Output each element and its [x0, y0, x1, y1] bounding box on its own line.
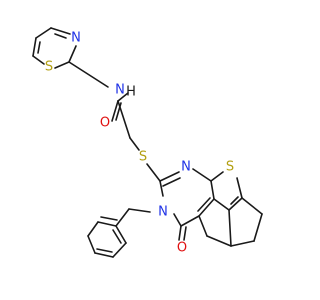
sulfur-atom-label: S — [45, 60, 53, 75]
nitrogen-atom-label: N — [181, 160, 191, 175]
thiazole-ring — [32, 27, 77, 69]
atom-labels: N S N H O S N S N O — [45, 31, 234, 256]
oxygen-atom-label: O — [100, 116, 110, 131]
cyclopentane-ring — [198, 197, 263, 247]
oxygen-atom-label: O — [177, 241, 187, 256]
pyrimidinone-ring — [159, 168, 215, 227]
amide-linker — [68, 61, 140, 151]
nitrogen-atom-label: N — [115, 83, 125, 98]
carbonyl-group — [178, 225, 187, 241]
sulfur-atom-label: S — [139, 150, 147, 165]
thiophene-ring — [210, 171, 243, 211]
nitrogen-atom-label: N — [158, 205, 168, 220]
sulfur-atom-label: S — [226, 160, 234, 175]
thioether-link — [146, 163, 161, 182]
nitrogen-atom-label: N — [71, 31, 81, 46]
molecule-structure-diagram: N S N H O S N S N O — [32, 27, 263, 258]
phenyl-ring — [87, 208, 151, 258]
molecule-canvas: N S N H O S N S N O — [32, 27, 263, 258]
hydrogen-atom-label: H — [126, 85, 136, 100]
